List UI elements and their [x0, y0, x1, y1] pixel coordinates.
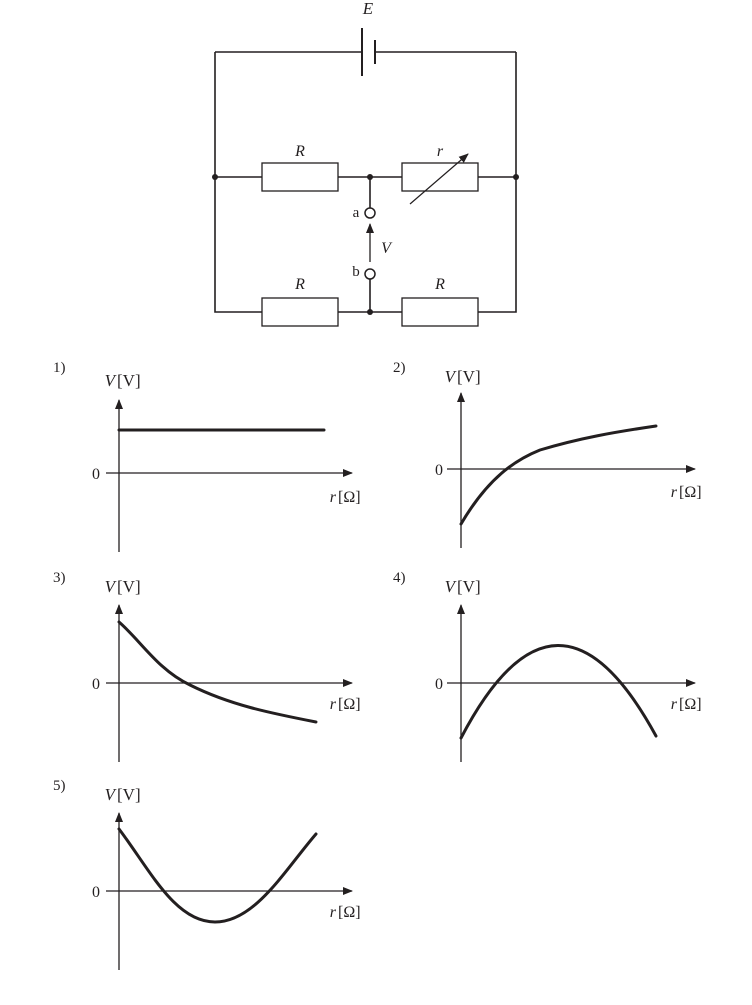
- variable-resistor-label: r: [437, 143, 444, 160]
- curve: [117, 620, 318, 724]
- option-5-graph: 5) V [V] 0 r [Ω]: [53, 778, 361, 970]
- x-axis-label: r: [671, 484, 678, 501]
- resistor-upper-left: [261, 162, 339, 192]
- y-axis-label: V: [105, 785, 118, 804]
- y-axis-label: V: [105, 371, 118, 390]
- option-number: 2): [393, 360, 406, 376]
- terminal-b: [364, 268, 376, 280]
- option-4-graph: 4) V [V] 0 r [Ω]: [393, 570, 702, 762]
- option-2-graph: 2) V [V] 0 r [Ω]: [393, 360, 702, 548]
- battery-label: E: [362, 0, 374, 18]
- y-axis-unit: [V]: [117, 577, 141, 596]
- x-axis-label: r: [330, 904, 337, 921]
- zero-label: 0: [92, 466, 100, 483]
- y-axis-label: V: [445, 577, 458, 596]
- wire-left: [214, 52, 262, 313]
- zero-label: 0: [435, 462, 443, 479]
- wire-right: [478, 52, 517, 313]
- x-axis-label: r: [330, 489, 337, 506]
- resistor-lower-right-label: R: [434, 276, 445, 293]
- terminal-b-label: b: [352, 264, 360, 280]
- zero-label: 0: [92, 676, 100, 693]
- variable-resistor: [401, 162, 479, 192]
- y-axis-unit: [V]: [457, 367, 481, 386]
- y-axis-label: V: [445, 367, 458, 386]
- y-axis-unit: [V]: [117, 785, 141, 804]
- battery: [361, 28, 376, 76]
- y-axis-label: V: [105, 577, 118, 596]
- resistor-lower-left-label: R: [294, 276, 305, 293]
- resistor-lower-right: [401, 297, 479, 327]
- x-axis-unit: [Ω]: [338, 489, 361, 506]
- y-axis-unit: [V]: [457, 577, 481, 596]
- option-number: 1): [53, 360, 66, 376]
- variable-resistor-arrow: [409, 153, 469, 205]
- junction-left: [212, 174, 218, 180]
- terminal-a: [364, 207, 376, 219]
- terminal-a-label: a: [353, 205, 360, 221]
- junction-right: [513, 174, 519, 180]
- option-number: 5): [53, 778, 66, 794]
- option-number: 3): [53, 570, 66, 586]
- curve: [117, 827, 318, 924]
- option-number: 4): [393, 570, 406, 586]
- x-axis-unit: [Ω]: [338, 696, 361, 713]
- x-axis-label: r: [671, 696, 678, 713]
- bridge-circuit: E R r R R a b V: [212, 0, 519, 327]
- y-axis-unit: [V]: [117, 371, 141, 390]
- resistor-lower-left: [261, 297, 339, 327]
- x-axis-label: r: [330, 696, 337, 713]
- zero-label: 0: [435, 676, 443, 693]
- curve: [459, 644, 658, 740]
- x-axis-unit: [Ω]: [679, 696, 702, 713]
- option-3-graph: 3) V [V] 0 r [Ω]: [53, 570, 361, 762]
- voltage-label: V: [381, 240, 393, 257]
- curve: [459, 424, 658, 526]
- option-1-graph: 1) V [V] 0 r [Ω]: [53, 360, 361, 552]
- resistor-upper-left-label: R: [294, 143, 305, 160]
- x-axis-unit: [Ω]: [679, 484, 702, 501]
- zero-label: 0: [92, 884, 100, 901]
- x-axis-unit: [Ω]: [338, 904, 361, 921]
